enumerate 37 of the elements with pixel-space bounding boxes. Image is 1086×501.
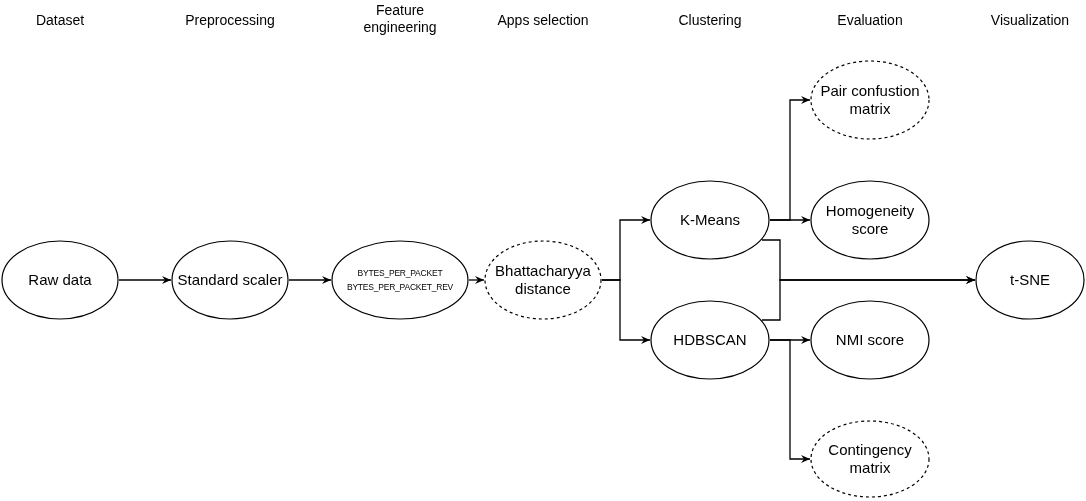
- node-text: BYTES_PER_PACKET_REV: [346, 281, 454, 294]
- node-text: Raw data: [27, 271, 93, 289]
- stage-heading: Preprocessing: [184, 12, 276, 29]
- ellipse-node: [650, 300, 770, 380]
- arrow: [601, 279, 651, 344]
- arrow: [761, 276, 976, 321]
- node-text: NMI score: [834, 331, 906, 349]
- node-text: K-Means: [679, 211, 741, 229]
- stage-heading: Apps selection: [496, 12, 590, 29]
- arrow: [769, 216, 811, 224]
- arrow: [118, 276, 172, 284]
- stage-heading: Visualization: [989, 12, 1071, 29]
- arrow: [468, 276, 485, 284]
- stage-heading: Dataset: [34, 12, 86, 29]
- node-text: t-SNE: [1009, 271, 1051, 289]
- node-text: Pair confustion matrix: [819, 82, 921, 118]
- dashed-ellipse-node: [810, 420, 930, 498]
- dashed-ellipse-node: [484, 240, 602, 320]
- stage-heading: Evaluation: [836, 12, 904, 29]
- stage-heading: Clustering: [677, 12, 743, 29]
- arrow: [769, 339, 811, 463]
- node-text: BYTES_PER_PACKET: [357, 267, 443, 280]
- stage-heading: Feature engineering: [362, 2, 438, 36]
- node-text: Homogeneity score: [824, 202, 916, 238]
- ellipse-node: [1, 240, 119, 320]
- ellipse-node: [810, 180, 930, 260]
- node-text: Standard scaler: [176, 271, 284, 289]
- node-text: Bhattacharyya distance: [494, 262, 592, 298]
- ellipse-node: [650, 180, 770, 260]
- node-text: HDBSCAN: [672, 331, 748, 349]
- ellipse-node: [975, 240, 1085, 320]
- ellipse-node: [171, 240, 289, 320]
- ellipse-node: [331, 240, 469, 320]
- arrow: [288, 276, 332, 284]
- dashed-ellipse-node: [810, 60, 930, 140]
- node-text: Contingency matrix: [827, 441, 913, 477]
- ellipse-node: [810, 300, 930, 380]
